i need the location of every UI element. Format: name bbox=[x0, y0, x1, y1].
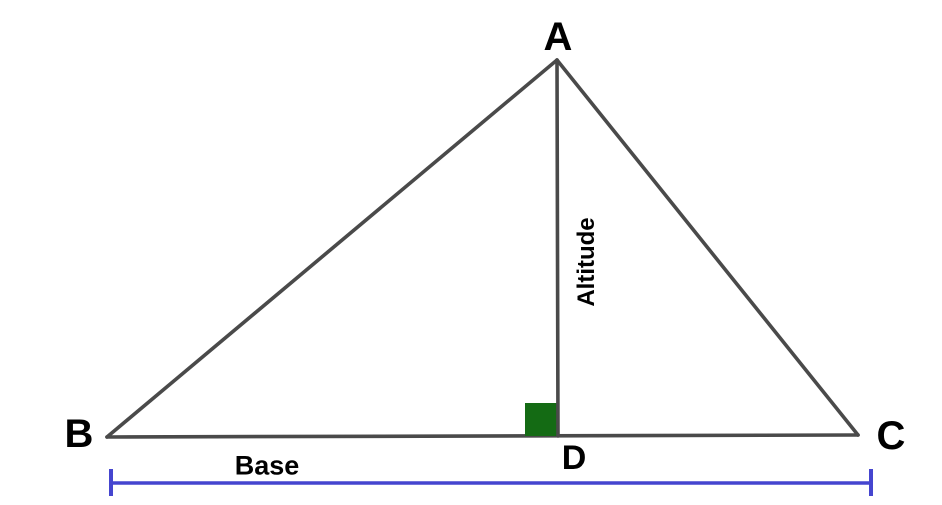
altitude-ad-line bbox=[555, 58, 560, 438]
vertex-label-a: A bbox=[543, 15, 573, 59]
altitude-label: Altitude bbox=[573, 217, 600, 307]
vertex-label-d: D bbox=[561, 439, 587, 477]
side-ac-line bbox=[555, 58, 860, 437]
right-angle-marker bbox=[525, 403, 558, 436]
base-label: Base bbox=[234, 450, 300, 481]
vertex-label-b: B bbox=[64, 412, 94, 456]
vertex-label-c: C bbox=[876, 414, 906, 458]
side-ab-line bbox=[105, 58, 559, 439]
base-bc-line bbox=[105, 433, 860, 439]
